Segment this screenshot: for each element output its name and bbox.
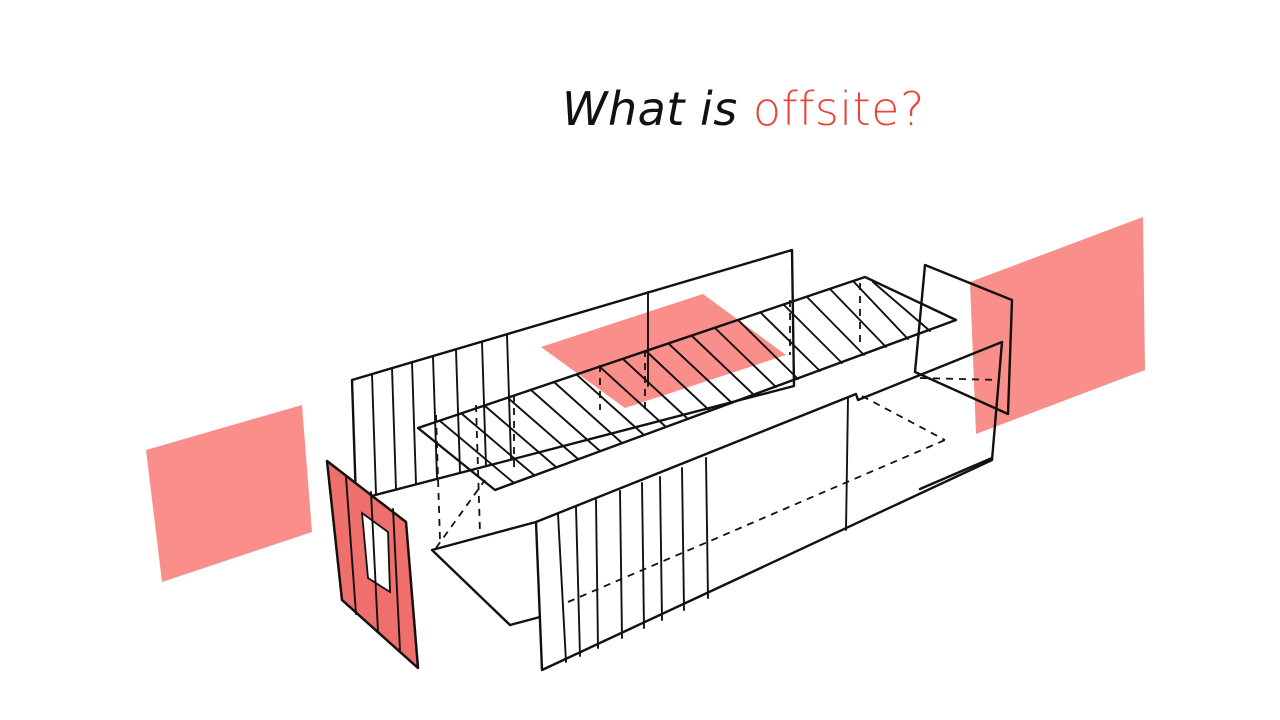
title-question-mark: ? — [899, 82, 925, 136]
hidden-edges — [435, 283, 1001, 603]
back-wall — [350, 248, 796, 502]
left-wall-panel — [146, 405, 312, 582]
title-lead: What is — [562, 82, 753, 136]
front-wall — [534, 340, 1004, 672]
right-end-wall — [913, 263, 1014, 416]
floor-cassette — [416, 275, 958, 492]
title-highlight: offsite — [752, 82, 900, 136]
right-wall-panel — [970, 217, 1145, 434]
floor-panel — [541, 294, 786, 408]
base-floor — [430, 456, 994, 627]
end-wall-with-window — [325, 459, 420, 670]
page-title: What is offsite? — [562, 82, 925, 136]
